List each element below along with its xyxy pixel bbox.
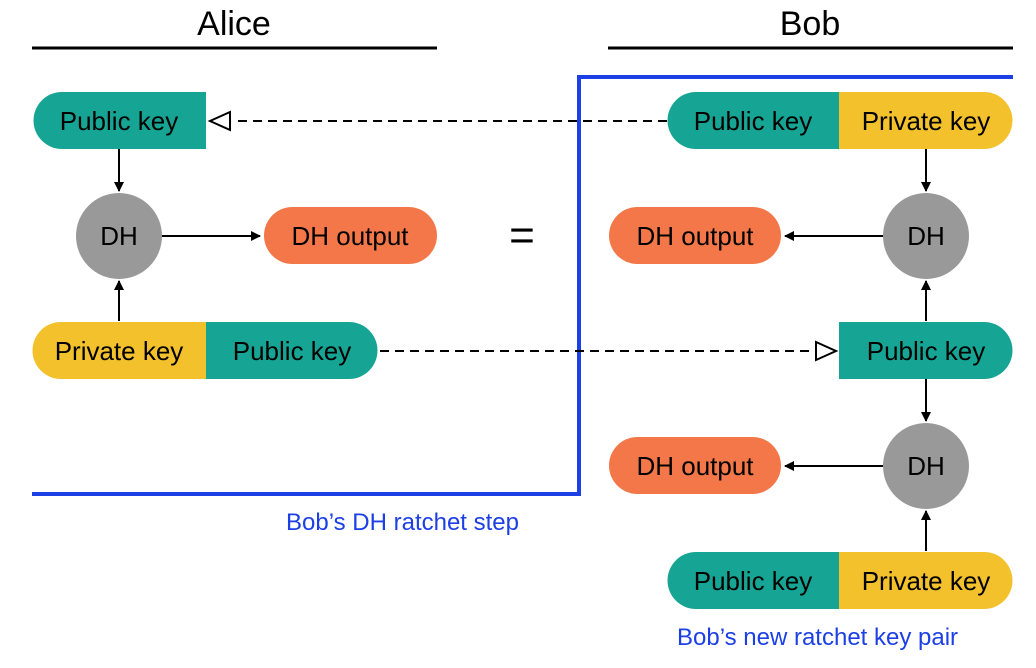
bob-old-private-key [839, 92, 1013, 149]
bob-header: Bob [780, 5, 841, 43]
bob-dh-output-2-label: DH output [636, 451, 754, 481]
caption-new-key-pair: Bob’s new ratchet key pair [677, 624, 958, 651]
bob-dh-output-1: DH output [609, 207, 781, 264]
bob-new-private-key-label: Private key [862, 566, 991, 596]
bob-old-private-key-label: Private key [862, 106, 991, 136]
bob-dh-output-2: DH output [609, 437, 781, 494]
bob-dh-node-2: DH [883, 423, 969, 509]
bob-new-key-pair: Public key Private key [667, 552, 1013, 609]
bob-new-private-key [839, 552, 1013, 609]
bob-dh-2-label: DH [907, 451, 945, 481]
alice-dh-output: DH output [264, 207, 437, 264]
alice-public-key [206, 322, 378, 379]
bob-new-public-key-label: Public key [694, 566, 813, 596]
alice-dh-label: DH [100, 221, 138, 251]
alice-private-key [32, 322, 206, 379]
bob-old-public-key-label: Public key [694, 106, 813, 136]
equals-sign: = [509, 211, 535, 260]
alice-header: Alice [197, 5, 271, 43]
bob-dh-node-1: DH [883, 193, 969, 279]
bob-dh-output-1-label: DH output [636, 221, 754, 251]
bob-received-public-key: Public key [839, 322, 1013, 379]
dashed-arrow-bob-to-alice [207, 110, 667, 132]
ratchet-step-boundary [32, 75, 1013, 496]
bob-old-key-pair: Public key Private key [667, 92, 1013, 149]
alice-received-public-key: Public key [33, 92, 206, 149]
bob-received-public-key-label: Public key [867, 336, 986, 366]
alice-private-key-label: Private key [55, 336, 184, 366]
alice-dh-node: DH [76, 193, 162, 279]
dashed-arrow-alice-to-bob [380, 340, 839, 362]
alice-key-pair: Private key Public key [32, 322, 378, 379]
alice-public-key-label: Public key [233, 336, 352, 366]
alice-received-public-key-label: Public key [60, 106, 179, 136]
alice-dh-output-label: DH output [291, 221, 409, 251]
bob-dh-1-label: DH [907, 221, 945, 251]
caption-dh-ratchet-step: Bob’s DH ratchet step [286, 509, 519, 536]
bob-new-public-key [667, 552, 839, 609]
bob-old-public-key [667, 92, 839, 149]
